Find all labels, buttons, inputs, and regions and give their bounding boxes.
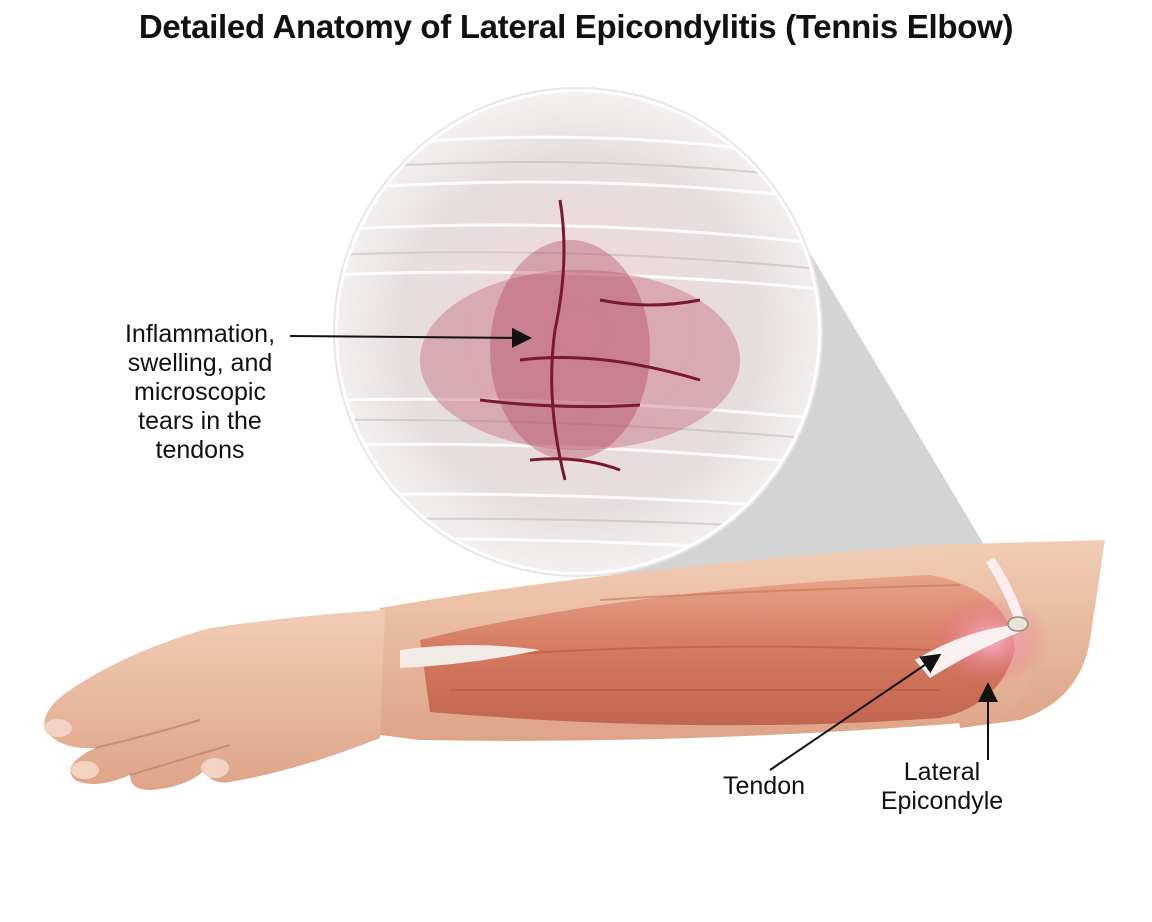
inflammation-label: Inflammation, swelling, and microscopic … xyxy=(124,320,276,464)
diagram-title: Detailed Anatomy of Lateral Epicondyliti… xyxy=(138,8,1014,45)
inflammation-arrow xyxy=(289,327,532,348)
lateral-epicondyle-label: Lateral Epicondyle xyxy=(880,758,1004,815)
epicondyle-bone xyxy=(1007,616,1029,632)
tendon-label: Tendon xyxy=(722,772,806,800)
hand xyxy=(44,610,386,790)
magnified-tendon-view xyxy=(338,92,818,572)
forearm-muscle xyxy=(420,575,1015,726)
tendon-arrow xyxy=(769,653,942,771)
wrist-tendon xyxy=(400,645,540,668)
